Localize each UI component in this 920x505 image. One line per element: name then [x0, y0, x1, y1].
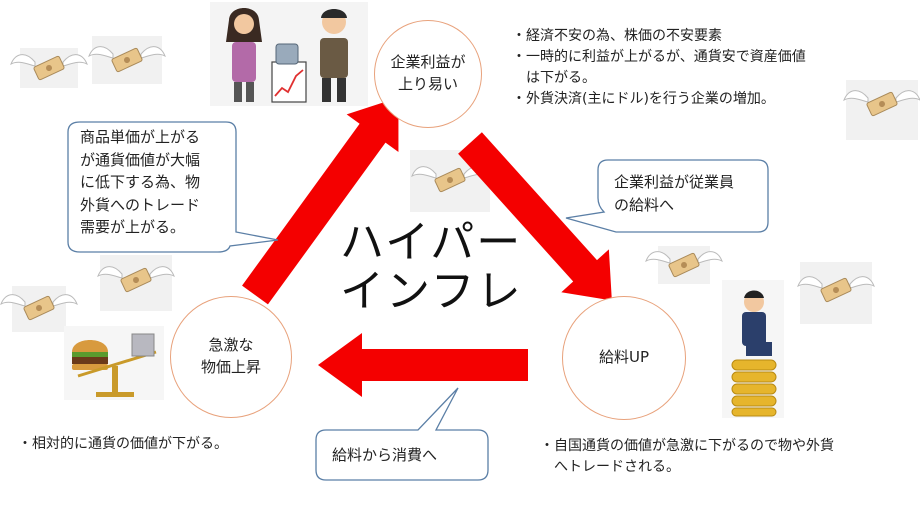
note-line: へトレードされる。: [540, 459, 680, 475]
burger-scale-icon: [64, 326, 164, 400]
center-title: ハイパー インフレ: [340, 217, 523, 318]
callout-to-salary-text: 企業利益が従業員 の給料へ: [614, 173, 735, 214]
note-line: ・相対的に通貨の価値が下がる。: [18, 436, 228, 452]
callout-to-salary-bubble: [565, 159, 769, 233]
notes-top-right: ・経済不安の為、株価の不安要素 ・一時的に利益が上がるが、通貨安で資産価値 は下…: [512, 26, 912, 110]
arrow-price-to-profit: [242, 97, 399, 305]
node-price-surge: 急激な 物価上昇: [170, 296, 292, 418]
coin-stack-businessman-icon: [722, 280, 784, 418]
notes-bottom-left: ・相対的に通貨の価値が下がる。: [18, 434, 308, 455]
note-line: ・一時的に利益が上がるが、通貨安で資産価値: [512, 49, 806, 65]
node-salary-up: 給料UP: [562, 296, 686, 420]
callout-to-consume-text: 給料から消費へ: [332, 446, 438, 464]
callout-to-consume-bubble: [315, 387, 489, 481]
note-line: ・経済不安の為、株価の不安要素: [512, 28, 722, 44]
arrow-salary-to-price: [318, 333, 528, 397]
arrow-profit-to-salary: [458, 132, 612, 301]
note-line: は下がる。: [512, 70, 596, 86]
note-line: ・自国通貨の価値が急激に下がるので物や外貨: [540, 438, 834, 454]
node-corporate-profit: 企業利益が 上り易い: [374, 20, 482, 128]
stock-chart-icon: [271, 43, 307, 103]
callout-trade-bubble: [67, 121, 279, 253]
notes-bottom-right: ・自国通貨の価値が急激に下がるので物や外貨 へトレードされる。: [540, 436, 916, 478]
callout-trade-text: 商品単価が上がる が通貨価値が大幅 に低下する為、物 外貨へのトレード 需要が上…: [80, 128, 201, 236]
worried-couple-icon: [210, 2, 368, 106]
note-line: ・外貨決済(主にドル)を行う企業の増加。: [512, 91, 775, 107]
